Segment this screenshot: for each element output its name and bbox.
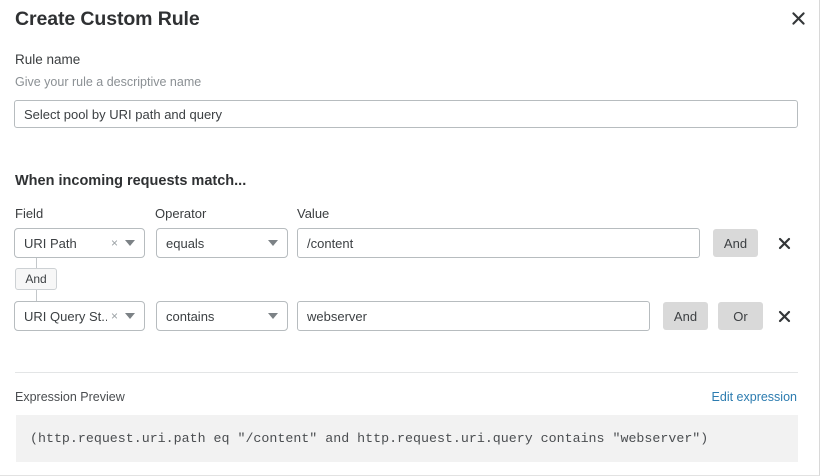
expression-code-box: (http.request.uri.path eq "/content" and… — [16, 415, 798, 462]
connector-and-badge[interactable]: And — [15, 268, 57, 290]
field-select-2[interactable]: URI Query St... × — [14, 301, 145, 331]
rule-name-input[interactable] — [14, 100, 798, 128]
clear-icon[interactable]: × — [110, 309, 118, 323]
edit-expression-link[interactable]: Edit expression — [711, 390, 797, 404]
expression-preview-label: Expression Preview — [15, 390, 125, 404]
field-select-2-value: URI Query St... — [24, 308, 107, 324]
connector-line-top — [36, 258, 37, 268]
or-button-2[interactable]: Or — [718, 302, 763, 330]
operator-select-1-value: equals — [166, 235, 205, 251]
column-header-operator: Operator — [155, 206, 207, 221]
expression-code-text: (http.request.uri.path eq "/content" and… — [30, 431, 709, 446]
page-title: Create Custom Rule — [15, 8, 200, 30]
rule-name-label: Rule name — [15, 52, 81, 67]
chevron-down-icon[interactable] — [265, 313, 287, 319]
value-input-1[interactable] — [297, 228, 700, 258]
chevron-down-icon[interactable] — [122, 313, 144, 319]
field-select-1[interactable]: URI Path × — [14, 228, 145, 258]
connector-line-bottom — [36, 290, 37, 301]
operator-select-1[interactable]: equals — [156, 228, 288, 258]
value-input-2[interactable] — [297, 301, 650, 331]
column-header-value: Value — [297, 206, 330, 221]
field-select-1-value: URI Path — [24, 235, 77, 251]
rule-name-hint: Give your rule a descriptive name — [15, 75, 202, 89]
operator-select-2-value: contains — [166, 308, 215, 324]
chevron-down-icon[interactable] — [122, 240, 144, 246]
close-icon[interactable] — [786, 6, 810, 30]
match-section-heading: When incoming requests match... — [15, 173, 247, 189]
delete-row-icon-2[interactable] — [773, 304, 795, 328]
clear-icon[interactable]: × — [110, 236, 118, 250]
delete-row-icon-1[interactable] — [773, 231, 795, 255]
section-divider — [15, 372, 798, 373]
and-button-2[interactable]: And — [663, 302, 708, 330]
condition-row: URI Path × equals And — [0, 228, 819, 258]
column-header-field: Field — [15, 206, 44, 221]
operator-select-2[interactable]: contains — [156, 301, 288, 331]
condition-row: URI Query St... × contains And Or — [0, 301, 819, 331]
and-button-1[interactable]: And — [713, 229, 758, 257]
chevron-down-icon[interactable] — [265, 240, 287, 246]
